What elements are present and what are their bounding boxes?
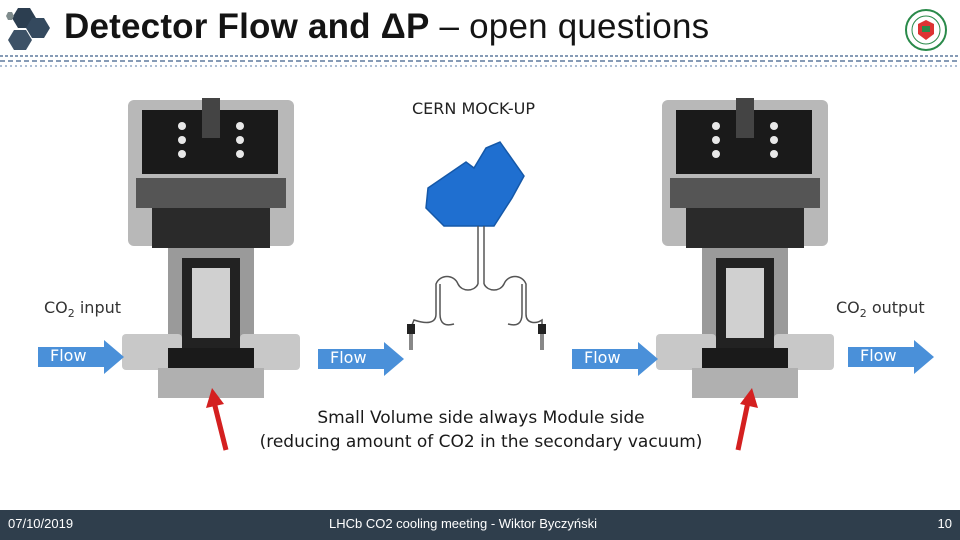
red-arrow-up-icon bbox=[735, 388, 758, 451]
valve-cross-section-right bbox=[656, 98, 834, 398]
arrow-right-icon bbox=[38, 340, 124, 374]
flow-arrow: Flow bbox=[38, 340, 124, 374]
caption-line-1: Small Volume side always Module side bbox=[317, 408, 645, 428]
header-divider bbox=[0, 55, 960, 67]
valve-cross-section-left bbox=[122, 98, 300, 398]
arrow-right-icon bbox=[572, 342, 658, 376]
flow-arrow: Flow bbox=[318, 342, 404, 376]
flow-arrow: Flow bbox=[572, 342, 658, 376]
flow-arrow: Flow bbox=[848, 340, 934, 374]
co2-input-label: CO2 input bbox=[44, 298, 122, 321]
flow-label: Flow bbox=[330, 348, 367, 367]
figure-caption: Small Volume side always Module side (re… bbox=[226, 406, 736, 454]
hexagon-logo-icon bbox=[6, 8, 50, 50]
arrow-right-icon bbox=[848, 340, 934, 374]
flow-label: Flow bbox=[50, 346, 87, 365]
cern-mockup-diagram bbox=[407, 141, 546, 350]
mockup-label: CERN MOCK-UP bbox=[412, 99, 535, 118]
flow-label: Flow bbox=[860, 346, 897, 365]
footer-date: 07/10/2019 bbox=[8, 516, 74, 531]
university-seal-icon bbox=[905, 9, 947, 51]
footer-title: LHCb CO2 cooling meeting - Wiktor Byczyń… bbox=[268, 516, 658, 540]
red-arrow-up-icon bbox=[206, 388, 229, 451]
page-title: Detector Flow and ΔP – open questions bbox=[64, 7, 710, 46]
arrow-right-icon bbox=[318, 342, 404, 376]
co2-output-label: CO2 output bbox=[836, 298, 925, 321]
flow-label: Flow bbox=[584, 348, 621, 367]
page-number: 10 bbox=[937, 516, 952, 531]
caption-line-2: (reducing amount of CO2 in the secondary… bbox=[259, 432, 703, 452]
